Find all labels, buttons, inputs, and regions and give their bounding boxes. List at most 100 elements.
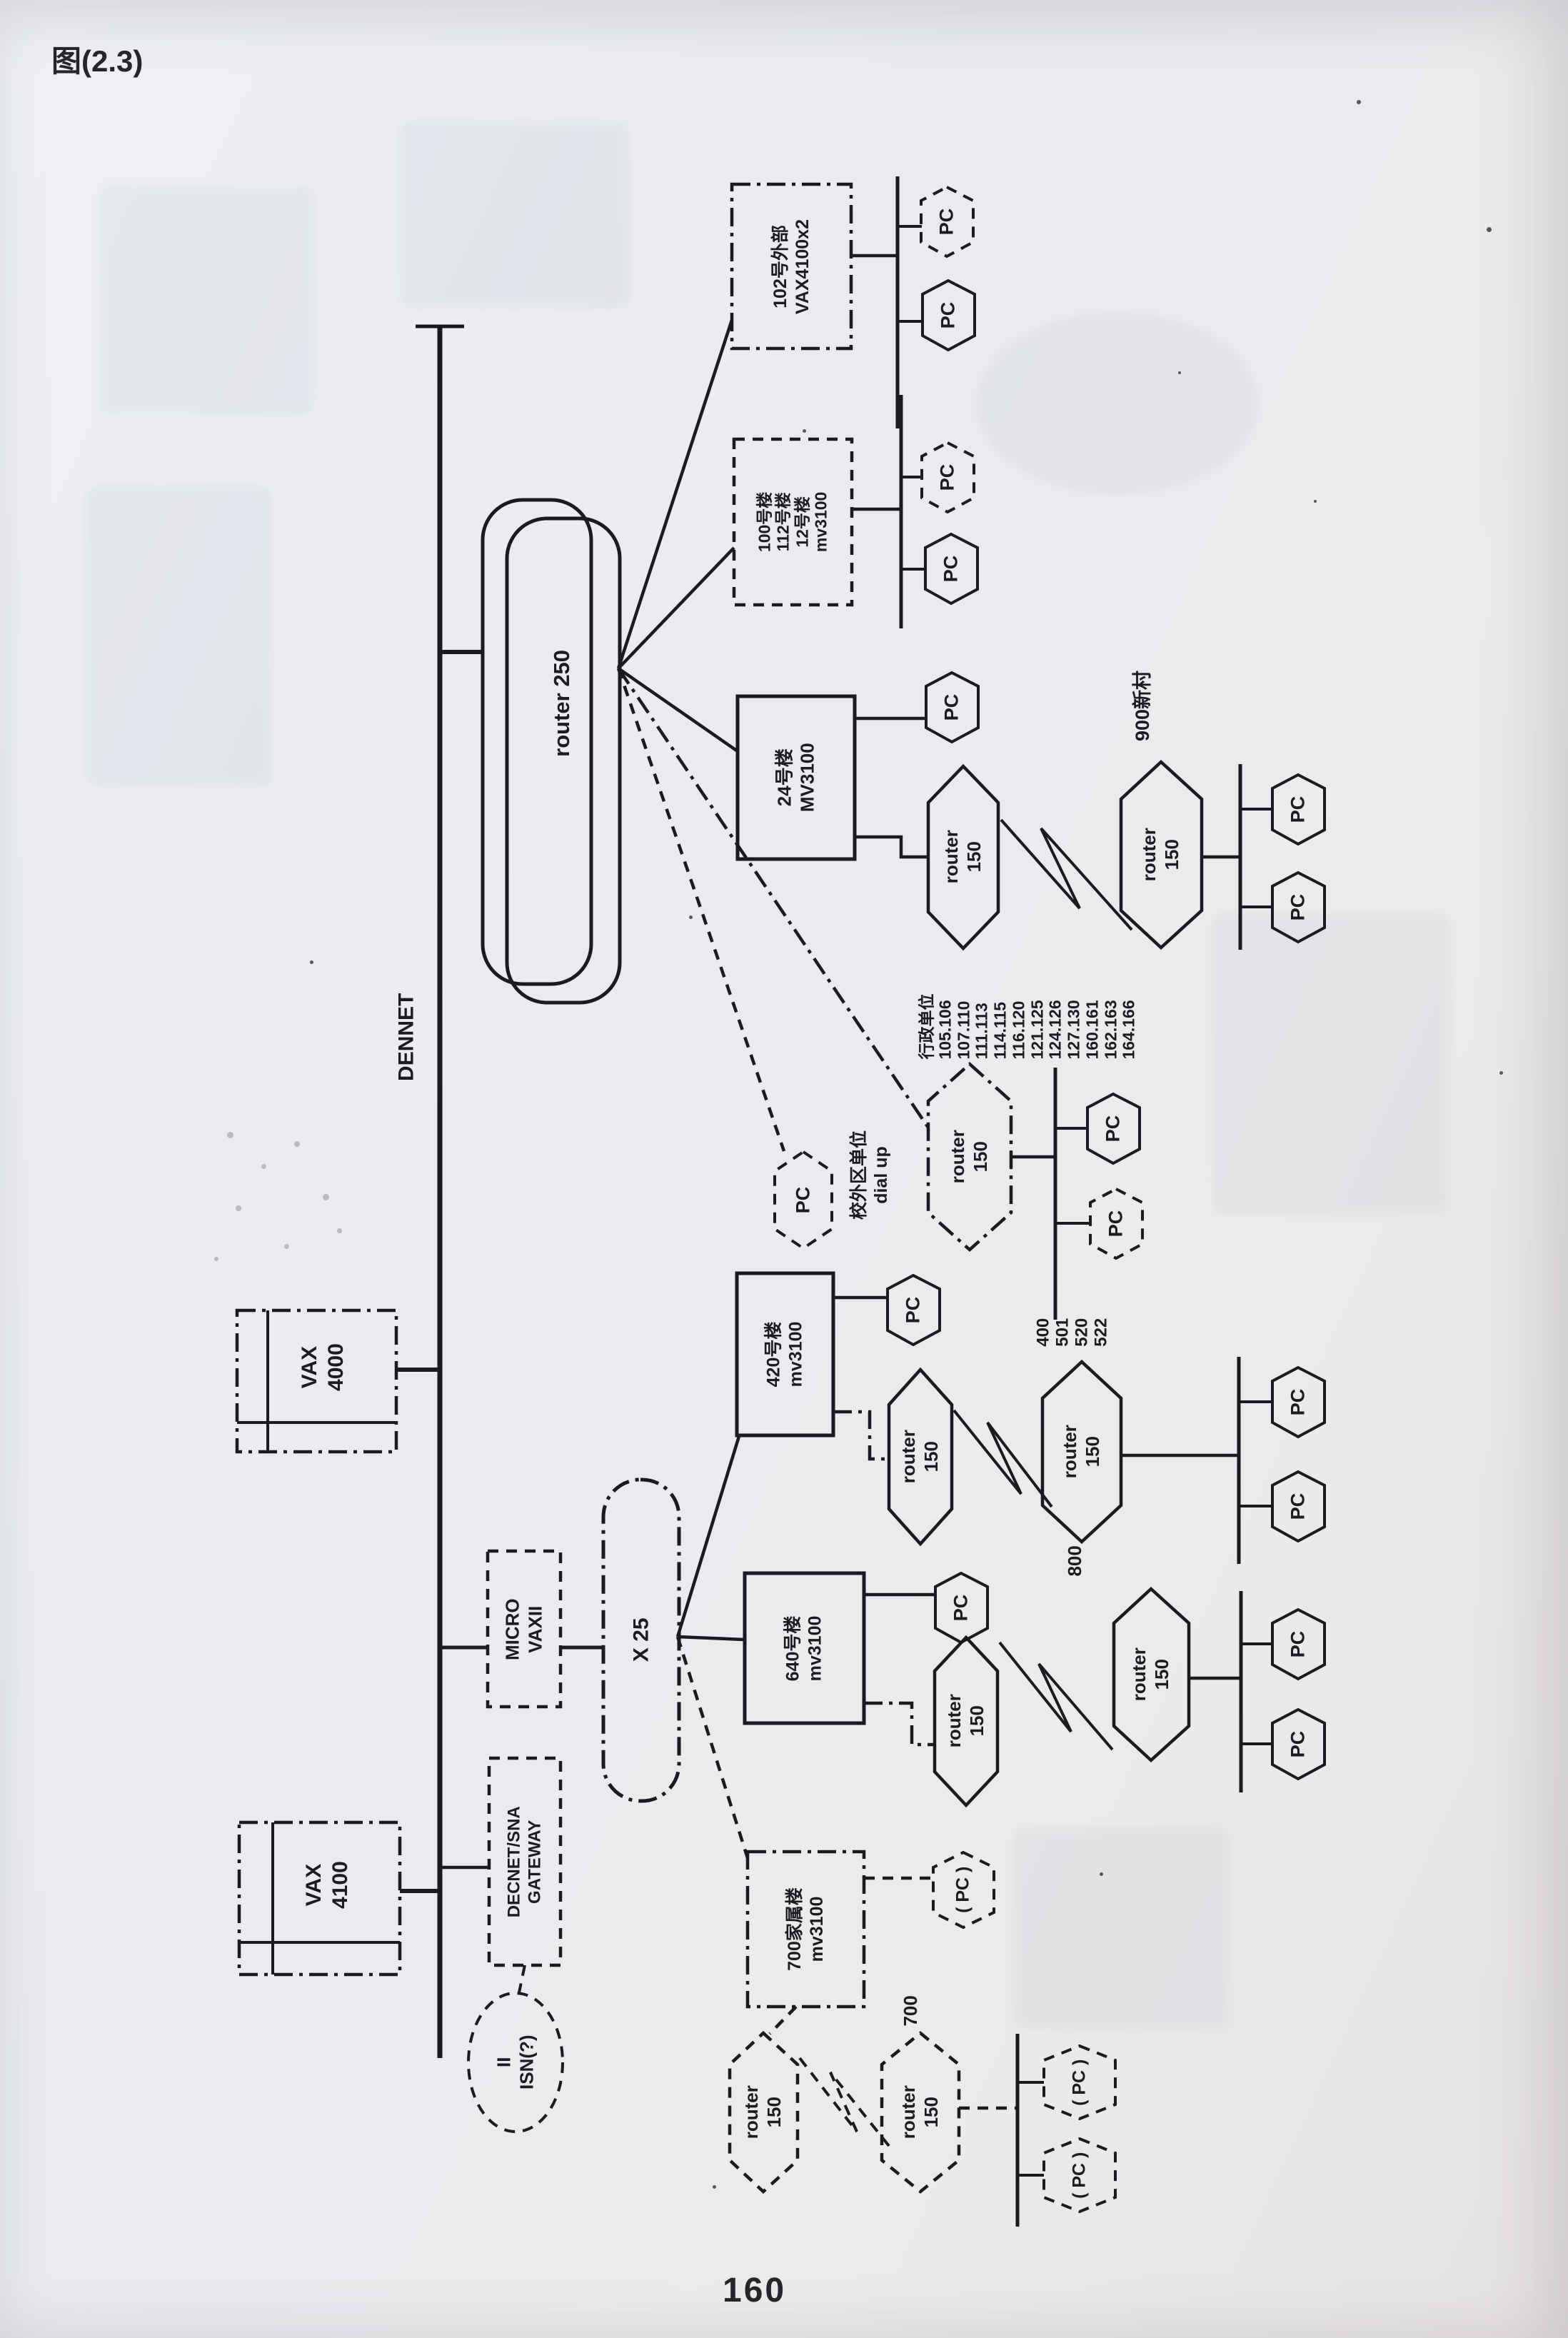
pc-hexagon bbox=[921, 279, 976, 352]
isn-cloud-label: II ISN(?) bbox=[493, 2035, 538, 2090]
zigzag-link-planned bbox=[798, 2057, 890, 2147]
router150-label: router 150 bbox=[898, 2085, 942, 2139]
bleedthrough-ghost bbox=[1014, 1828, 1228, 2028]
router150-label: router 150 bbox=[1138, 828, 1182, 882]
pc-label: PC bbox=[1287, 1492, 1309, 1520]
gateway-box bbox=[487, 1756, 563, 1967]
area400-annotation: 400 501 520 522 bbox=[1033, 1318, 1110, 1348]
bleedthrough-ghost bbox=[1214, 914, 1449, 1214]
pc-label: PC bbox=[902, 1296, 924, 1323]
pc-hexagon bbox=[1271, 1707, 1326, 1781]
router150-hexagon-admin bbox=[926, 1061, 1013, 1253]
link-router250-b100 bbox=[617, 546, 735, 670]
gateway-label: DECNET/SNA GATEWAY bbox=[504, 1805, 546, 1918]
pc-planned-label: ( PC ) bbox=[1069, 2152, 1090, 2199]
vax4100-label: VAX 4100 bbox=[301, 1861, 351, 1910]
vax4000-box bbox=[235, 1308, 398, 1454]
b100-box bbox=[732, 437, 854, 607]
pc-label: PC bbox=[937, 301, 959, 328]
b24-label: 24号楼 MV3100 bbox=[773, 743, 818, 813]
bleedthrough-ghost bbox=[400, 121, 628, 307]
b24-box bbox=[735, 694, 857, 861]
isn-cloud-shape bbox=[467, 1992, 564, 2133]
pc-hexagon bbox=[932, 1850, 995, 1930]
router150-hexagon-planned bbox=[880, 2031, 961, 2194]
pc-hexagon bbox=[925, 671, 980, 744]
admin-units-list: 行政单位 105.106 107.110 111.113 114.115 116… bbox=[917, 993, 1138, 1059]
b420-label: 420号楼 mv3100 bbox=[763, 1321, 806, 1387]
router250-shape-inner bbox=[505, 516, 622, 1005]
pc-label: PC bbox=[792, 1186, 814, 1213]
link-router250-b102 bbox=[616, 319, 734, 669]
pc-label: PC bbox=[1102, 1115, 1124, 1142]
pc-hexagon bbox=[1086, 1092, 1141, 1165]
b102-label: 102号外部 VAX4100x2 bbox=[770, 219, 813, 314]
bleedthrough-ghost bbox=[978, 314, 1257, 493]
pc-planned-label: ( PC ) bbox=[953, 1866, 973, 1913]
x25-label: X 25 bbox=[629, 1617, 653, 1662]
link-router250-dialup bbox=[616, 668, 786, 1152]
vax4100-box bbox=[237, 1820, 402, 1977]
pc-hexagon bbox=[920, 185, 975, 259]
b700-router-link bbox=[768, 2005, 798, 2035]
area700-annotation: 700 bbox=[900, 1995, 922, 2027]
pc-label: PC bbox=[1287, 1630, 1309, 1657]
bleedthrough-ghost bbox=[100, 186, 314, 414]
microvax-box bbox=[486, 1549, 563, 1709]
pc-label: PC bbox=[1287, 893, 1309, 920]
router150-hexagon bbox=[1040, 1359, 1123, 1545]
pc-label: PC bbox=[940, 693, 963, 721]
b640-label: 640号楼 mv3100 bbox=[783, 1615, 825, 1681]
area800-annotation: 800 bbox=[1064, 1545, 1086, 1577]
pc-label: PC bbox=[1287, 796, 1309, 823]
link-x25-b640 bbox=[677, 1635, 745, 1642]
pc-hexagon bbox=[886, 1273, 941, 1347]
router150-hexagon bbox=[926, 763, 1000, 951]
pc-hexagon bbox=[1271, 773, 1326, 846]
b420-box bbox=[735, 1271, 835, 1438]
pc-label: PC bbox=[1287, 1730, 1309, 1757]
router150-label: router 150 bbox=[943, 1694, 987, 1748]
pc-hexagon bbox=[1271, 1470, 1326, 1543]
router150-hexagon bbox=[1119, 759, 1204, 950]
pc-hexagon bbox=[1042, 2137, 1117, 2214]
link-x25-b420 bbox=[675, 1433, 742, 1637]
pc-label: PC bbox=[1105, 1210, 1127, 1237]
router150-label: router 150 bbox=[947, 1130, 991, 1184]
router150-label: router 150 bbox=[1128, 1647, 1172, 1702]
pc-hexagon bbox=[1089, 1187, 1144, 1260]
microvax-label: MICRO VAXII bbox=[501, 1598, 546, 1661]
bleedthrough-ghost bbox=[86, 486, 271, 786]
b640-box bbox=[743, 1571, 866, 1725]
dialup-annotation: 校外区单位 dial up bbox=[848, 1130, 891, 1220]
pc-planned-label: ( PC ) bbox=[1069, 2059, 1090, 2106]
b640-router-link bbox=[864, 1701, 935, 1747]
zigzag-link bbox=[1000, 818, 1133, 931]
pc-label: PC bbox=[1287, 1388, 1309, 1415]
page-number: 160 bbox=[723, 2272, 787, 2309]
pc-hexagon bbox=[1271, 1365, 1326, 1439]
b700-label: 700家属楼 mv3100 bbox=[784, 1887, 827, 1971]
pc-label: PC bbox=[936, 463, 958, 491]
zigzag-link bbox=[953, 1409, 1053, 1508]
link-router250-b24 bbox=[617, 667, 739, 753]
b100-label: 100号楼 112号楼 12号楼 mv3100 bbox=[755, 491, 830, 553]
router150-label: router 150 bbox=[898, 1430, 942, 1484]
router150-label: router 150 bbox=[940, 830, 985, 884]
router150-label: router 150 bbox=[1059, 1425, 1103, 1479]
router150-hexagon bbox=[933, 1635, 1000, 1808]
figure-caption: 图(2.3) bbox=[51, 44, 144, 78]
backbone-label: DENNET bbox=[394, 993, 418, 1081]
b102-box bbox=[730, 182, 853, 351]
zigzag-link bbox=[998, 1641, 1114, 1751]
link-router250-adminrouter bbox=[617, 667, 931, 1131]
gateway-isn-link bbox=[517, 1965, 526, 1997]
pc-hexagon bbox=[1271, 871, 1326, 944]
vax4000-label: VAX 4000 bbox=[297, 1343, 347, 1392]
router150-hexagon bbox=[887, 1367, 954, 1547]
link-x25-b700 bbox=[675, 1636, 750, 1859]
pc-hexagon bbox=[920, 441, 975, 514]
router150-hexagon bbox=[1112, 1586, 1191, 1763]
pc-label: PC bbox=[935, 208, 958, 235]
